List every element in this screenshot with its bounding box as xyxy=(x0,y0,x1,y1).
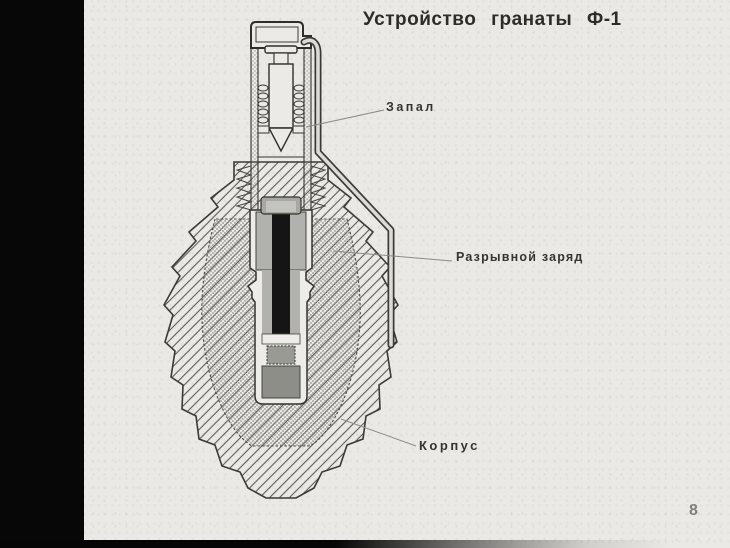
label-body: Корпус xyxy=(419,438,480,453)
striker-seat-left xyxy=(257,125,270,134)
label-fuse: Запал xyxy=(386,100,436,114)
film-frame-left-bar xyxy=(0,0,84,548)
striker-springs xyxy=(257,84,305,124)
fuse-cap-inner xyxy=(255,26,299,43)
label-bursting-charge: Разрывной заряд xyxy=(456,250,584,264)
detonator-capsule-top xyxy=(266,345,296,365)
film-frame-bottom-bar xyxy=(0,540,730,548)
fuse-assembly xyxy=(235,21,327,211)
central-tube xyxy=(246,196,316,405)
capsule-gap xyxy=(261,333,301,345)
striker xyxy=(264,45,298,153)
striker-seat-right xyxy=(292,125,305,134)
tube-top-cap-inner xyxy=(266,201,296,212)
fuse-wall-right xyxy=(303,45,312,211)
page-number: 8 xyxy=(689,502,698,519)
leader-line-body xyxy=(340,418,417,447)
leader-line-fuse xyxy=(305,109,385,128)
thread-left xyxy=(235,165,253,211)
page-title: Устройство гранаты Ф-1 xyxy=(363,9,622,30)
fuse-wall-left xyxy=(250,45,259,211)
thread-right xyxy=(309,165,327,211)
detonator-capsule-body xyxy=(261,365,301,399)
detonator-column xyxy=(272,214,290,334)
leader-line-charge xyxy=(332,250,453,262)
safety-lever xyxy=(300,36,395,349)
